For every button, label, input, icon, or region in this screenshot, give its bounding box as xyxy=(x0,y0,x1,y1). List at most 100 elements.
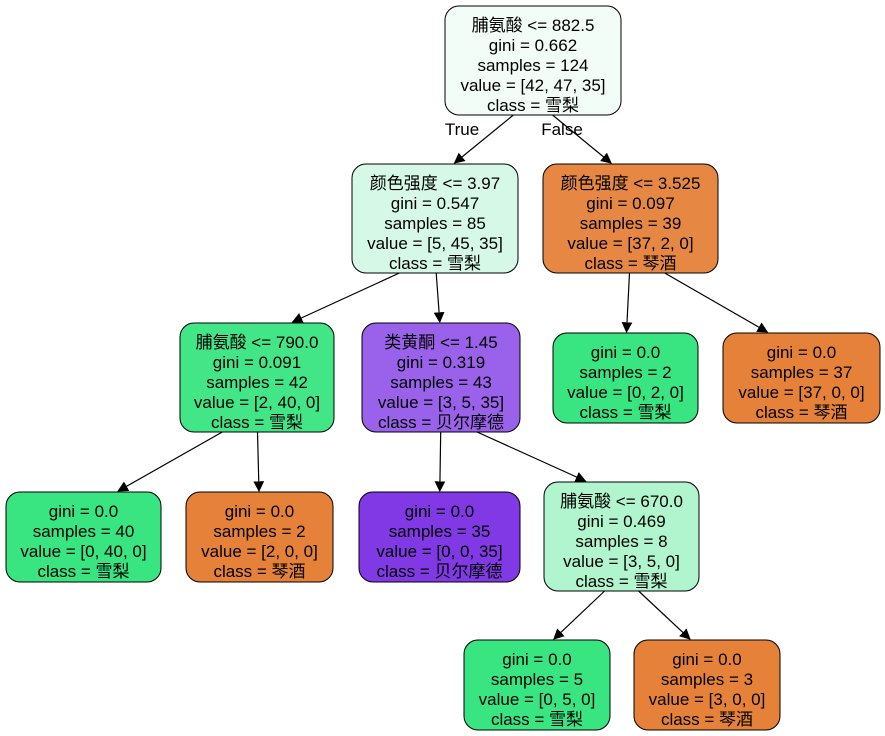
tree-edge-n4-n9 xyxy=(434,431,446,493)
node-text-line: class = 雪梨 xyxy=(211,413,303,432)
node-box xyxy=(361,322,521,433)
node-text-line: value = [3, 0, 0] xyxy=(649,690,766,709)
node-text-line: samples = 40 xyxy=(33,522,135,541)
node-text-line: samples = 3 xyxy=(661,670,753,689)
node-text-line: samples = 124 xyxy=(477,56,588,75)
node-text-line: samples = 35 xyxy=(389,522,491,541)
node-text-line: class = 贝尔摩德 xyxy=(376,562,502,581)
node-box xyxy=(552,332,699,424)
node-text-line: gini = 0.469 xyxy=(577,512,665,531)
node-text-line: value = [0, 2, 0] xyxy=(567,383,684,402)
node-text-line: class = 贝尔摩德 xyxy=(378,413,504,432)
node-text-line: class = 琴酒 xyxy=(661,710,753,729)
node-text-line: gini = 0.662 xyxy=(489,36,577,55)
tree-edge-n2-n5 xyxy=(621,272,633,334)
node-text-line: value = [42, 47, 35] xyxy=(460,76,605,95)
node-text-line: value = [3, 5, 0] xyxy=(563,552,680,571)
node-text-line: gini = 0.0 xyxy=(591,343,660,362)
node-box xyxy=(179,322,335,433)
node-text-line: gini = 0.0 xyxy=(405,502,474,521)
node-text-line: class = 雪梨 xyxy=(579,403,671,422)
node-box xyxy=(722,332,881,424)
node-box xyxy=(463,639,611,731)
node-box xyxy=(542,163,719,274)
tree-edge-n4-n10 xyxy=(476,431,587,482)
node-text-line: samples = 42 xyxy=(206,373,308,392)
tree-edge-n10-n12 xyxy=(638,590,691,640)
node-text-line: samples = 5 xyxy=(491,670,583,689)
node-text-line: samples = 37 xyxy=(751,363,853,382)
edge-label-true: True xyxy=(445,120,479,139)
node-text-line: samples = 2 xyxy=(579,363,671,382)
node-text-line: class = 雪梨 xyxy=(575,572,667,591)
node-text-line: gini = 0.0 xyxy=(502,650,571,669)
node-text-line: samples = 8 xyxy=(575,532,667,551)
node-text-line: samples = 2 xyxy=(213,522,305,541)
node-text-line: gini = 0.097 xyxy=(586,194,674,213)
node-text-line: value = [5, 45, 35] xyxy=(367,234,503,253)
node-text-line: value = [3, 5, 35] xyxy=(378,393,504,412)
node-box xyxy=(5,491,162,583)
node-text-line: gini = 0.319 xyxy=(397,353,485,372)
node-text-line: samples = 43 xyxy=(390,373,492,392)
tree-edge-root-n1 xyxy=(453,114,514,164)
edges-layer: True False xyxy=(117,114,769,640)
edge-label-false: False xyxy=(541,120,583,139)
node-text-line: value = [2, 40, 0] xyxy=(194,393,320,412)
node-text-line: class = 雪梨 xyxy=(389,254,481,273)
node-box xyxy=(633,639,781,731)
node-text-line: value = [0, 0, 35] xyxy=(376,542,502,561)
node-box xyxy=(444,5,622,116)
node-text-line: value = [37, 0, 0] xyxy=(738,383,864,402)
node-text-line: gini = 0.547 xyxy=(391,194,479,213)
node-text-line: 颜色强度 <= 3.525 xyxy=(561,174,701,193)
node-text-line: value = [0, 40, 0] xyxy=(20,542,146,561)
node-text-line: gini = 0.091 xyxy=(213,353,301,372)
node-text-line: 脯氨酸 <= 670.0 xyxy=(560,492,683,511)
tree-edge-root-n2 xyxy=(552,114,612,164)
node-box xyxy=(351,163,519,274)
tree-edge-n2-n6 xyxy=(664,272,769,333)
node-text-line: class = 琴酒 xyxy=(584,254,676,273)
node-text-line: class = 琴酒 xyxy=(755,403,847,422)
node-text-line: value = [0, 5, 0] xyxy=(479,690,596,709)
node-text-line: value = [37, 2, 0] xyxy=(567,234,693,253)
node-text-line: value = [2, 0, 0] xyxy=(201,542,318,561)
node-text-line: samples = 39 xyxy=(580,214,682,233)
node-text-line: samples = 85 xyxy=(384,214,486,233)
tree-edge-n3-n7 xyxy=(117,431,223,492)
node-text-line: gini = 0.0 xyxy=(672,650,741,669)
tree-edge-n1-n3 xyxy=(291,272,400,323)
node-text-line: 类黄酮 <= 1.45 xyxy=(384,333,497,352)
node-box xyxy=(358,491,521,583)
node-box xyxy=(185,491,334,583)
node-text-line: class = 雪梨 xyxy=(37,562,129,581)
tree-edge-n3-n8 xyxy=(253,431,265,493)
node-box xyxy=(543,481,700,592)
node-text-line: class = 琴酒 xyxy=(213,562,305,581)
tree-edge-n1-n4 xyxy=(433,272,445,324)
tree-edge-n10-n11 xyxy=(553,590,606,640)
node-text-line: 脯氨酸 <= 882.5 xyxy=(472,16,595,35)
node-text-line: gini = 0.0 xyxy=(49,502,118,521)
node-text-line: gini = 0.0 xyxy=(225,502,294,521)
node-text-line: gini = 0.0 xyxy=(767,343,836,362)
node-text-line: 脯氨酸 <= 790.0 xyxy=(196,333,319,352)
node-text-line: class = 雪梨 xyxy=(491,710,583,729)
node-text-line: class = 雪梨 xyxy=(487,96,579,115)
